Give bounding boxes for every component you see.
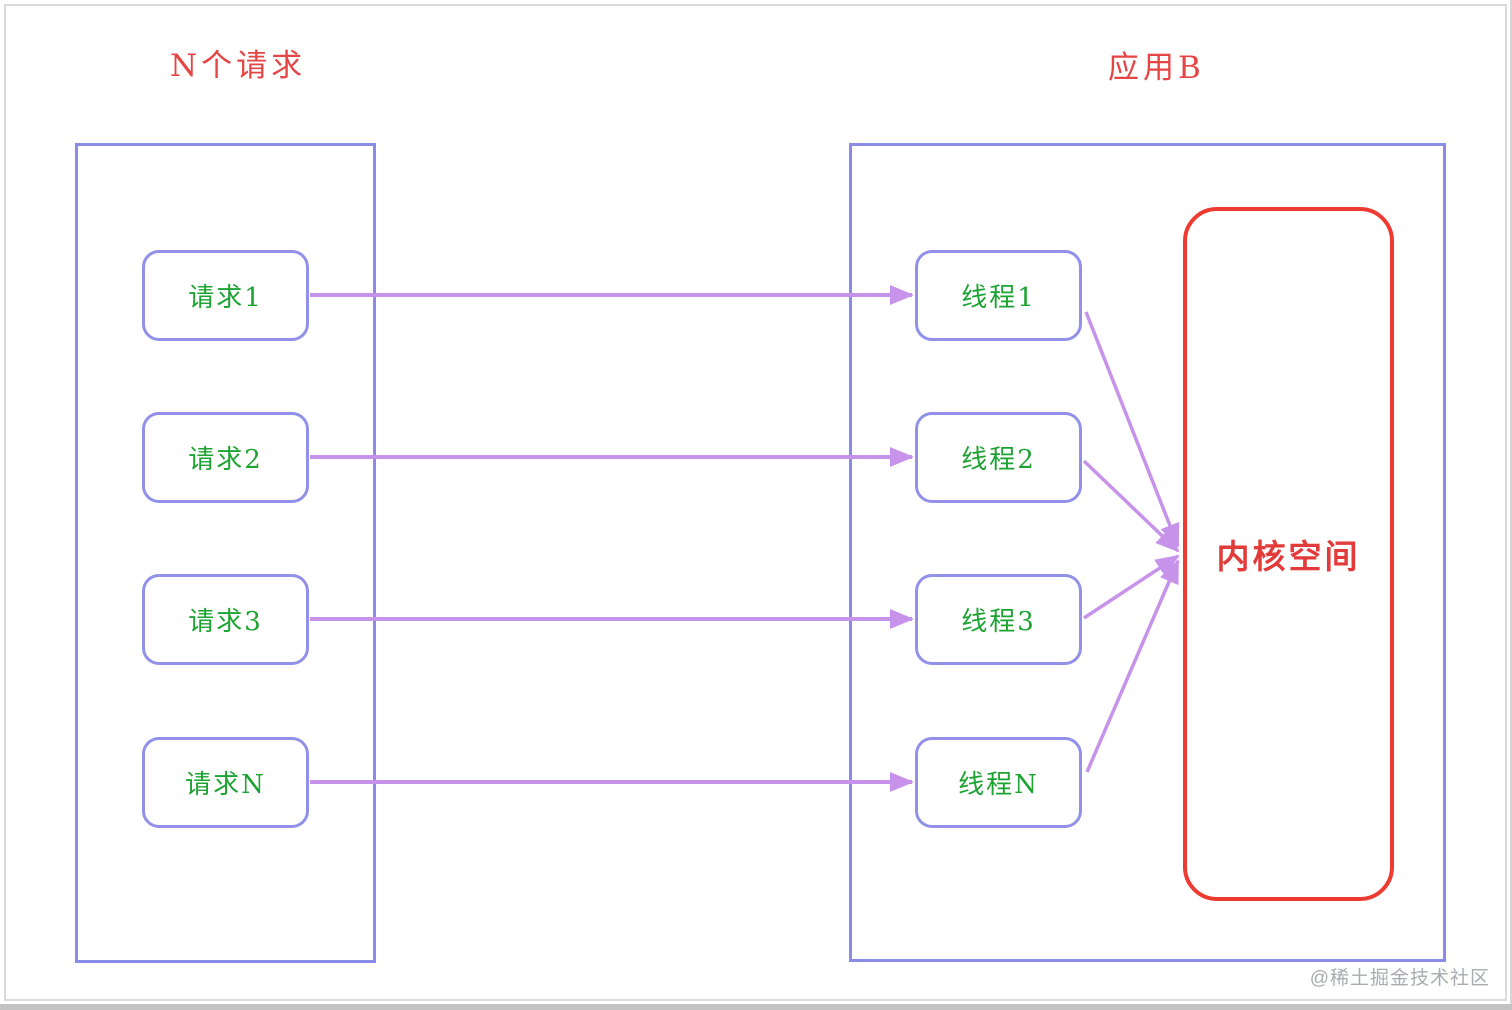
thread-label-3: 线程3 bbox=[961, 607, 1036, 637]
request-label-2: 请求2 bbox=[188, 445, 263, 475]
request-to-thread-arrows bbox=[310, 285, 914, 792]
requests-container bbox=[75, 143, 376, 963]
thread-label-2: 线程2 bbox=[961, 445, 1036, 475]
thread-node-1: 线程1 bbox=[915, 250, 1082, 341]
page-edge-bottom bbox=[0, 1004, 1512, 1010]
request-label-3: 请求3 bbox=[188, 607, 263, 637]
request-node-3: 请求3 bbox=[142, 574, 309, 665]
watermark: @稀土掘金技术社区 bbox=[1309, 968, 1490, 989]
request-label-1: 请求1 bbox=[188, 283, 263, 313]
kernel-space-box: 内核空间 bbox=[1183, 207, 1394, 901]
thread-label-n: 线程N bbox=[958, 770, 1039, 800]
title-app-b: 应用B bbox=[1108, 50, 1205, 86]
thread-node-n: 线程N bbox=[915, 737, 1082, 828]
page-edge-right bbox=[1510, 0, 1512, 1010]
thread-label-1: 线程1 bbox=[961, 283, 1036, 313]
title-n-requests: N个请求 bbox=[170, 48, 307, 84]
request-node-1: 请求1 bbox=[142, 250, 309, 341]
app-b-container bbox=[849, 143, 1446, 962]
kernel-space-label: 内核空间 bbox=[1216, 537, 1361, 576]
thread-node-3: 线程3 bbox=[915, 574, 1082, 665]
request-label-n: 请求N bbox=[185, 770, 266, 800]
request-node-n: 请求N bbox=[142, 737, 309, 828]
thread-node-2: 线程2 bbox=[915, 412, 1082, 503]
request-node-2: 请求2 bbox=[142, 412, 309, 503]
